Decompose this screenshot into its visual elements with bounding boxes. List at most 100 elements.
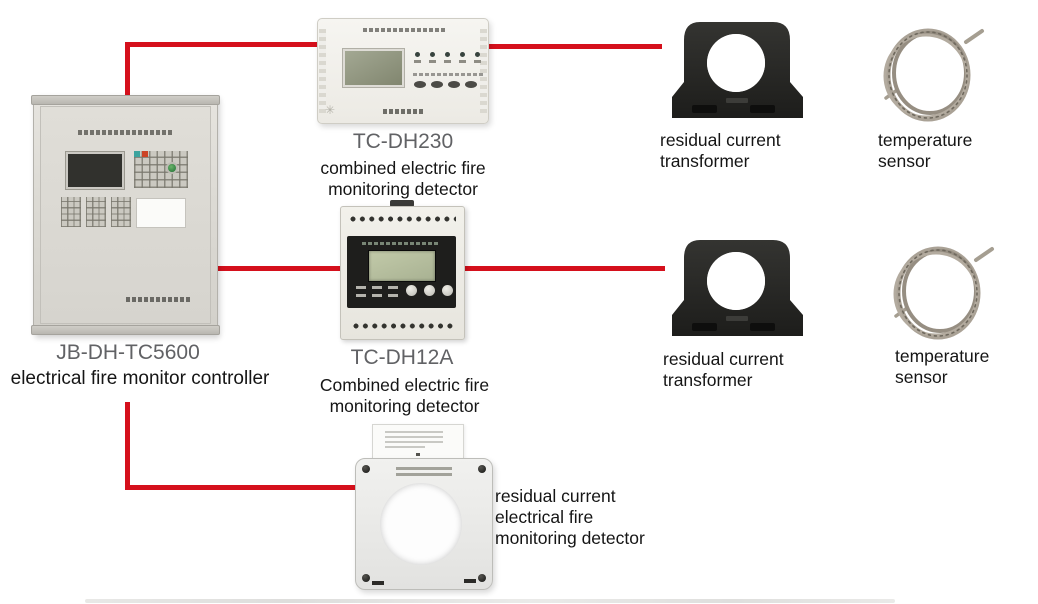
dh12a-button-3 [442, 285, 453, 296]
dh230-model-label: TC-DH230 [352, 130, 454, 153]
dh230-button-labels [413, 73, 483, 76]
residual-current-transformer-mid [672, 240, 803, 336]
transformer-top-aperture [707, 34, 765, 92]
dh230-led-label-5 [474, 60, 481, 63]
dh12a-bottom-terminals [353, 323, 453, 329]
residual-detector-label-line-4 [385, 446, 425, 448]
controller-bottom-cap [31, 325, 220, 335]
wire-controller-to-detector-vertical [125, 402, 130, 490]
temp-sensor-top-caption-line2: sensor [878, 151, 931, 171]
dh230-button-3 [448, 81, 460, 88]
temperature-sensor-mid [893, 246, 994, 340]
dh12a-caption-line2: monitoring detector [329, 396, 480, 416]
temp-sensor-top-caption: temperature sensor [878, 130, 1018, 172]
dh12a-indicator-label-6 [388, 294, 398, 297]
controller-key-teal [134, 151, 140, 157]
dh12a-button-1 [406, 285, 417, 296]
residual-detector-screw-bl [362, 574, 370, 582]
wire-controller-to-dh12a [207, 266, 340, 271]
dh12a-model-label: TC-DH12A [350, 346, 454, 369]
residual-detector-caption-line3: monitoring detector [495, 528, 645, 548]
wire-controller-to-dh230-horizontal [125, 42, 317, 47]
dh230-caption-line1: combined electric fire [320, 158, 486, 178]
dh12a-indicator-label-1 [356, 286, 366, 289]
residual-detector-led [416, 453, 420, 456]
residual-detector-screw-br [478, 574, 486, 582]
transformer-mid-caption-line1: residual current [663, 349, 784, 369]
residual-detector-caption-line1: residual current [495, 486, 616, 506]
residual-detector-slot-right [464, 579, 476, 583]
dh12a-front-face [347, 236, 456, 308]
transformer-mid-aperture [707, 252, 765, 310]
controller-key-red [142, 151, 148, 157]
dh230-led-3 [445, 52, 450, 57]
controller-key-group-3 [111, 197, 131, 227]
controller-caption: electrical fire monitor controller [10, 368, 270, 389]
cropped-bottom-text [85, 599, 895, 603]
transformer-top-caption-line1: residual current [660, 130, 781, 150]
dh230-brand-text [383, 109, 425, 114]
residual-detector-label-line-2 [385, 436, 443, 438]
transformer-mid-caption: residual current transformer [663, 349, 833, 391]
controller-nameplate [78, 130, 174, 135]
residual-detector-caption-line2: electrical fire [495, 507, 594, 527]
dh12a-indicator-label-4 [356, 294, 366, 297]
temp-sensor-mid-caption-line1: temperature [895, 346, 990, 366]
dh12a-nameplate [362, 242, 440, 245]
controller-lcd-screen [66, 152, 124, 189]
dh230-buzzer-icon: ✳ [325, 103, 336, 117]
dh12a-lcd-screen [368, 250, 436, 282]
residual-detector-slot-left [372, 581, 384, 585]
residual-detector-label-line-1 [385, 431, 443, 433]
dh12a-top-connector [390, 200, 414, 207]
transformer-mid-caption-line2: transformer [663, 370, 753, 390]
controller-keypad [134, 151, 188, 188]
dh230-right-mount [480, 29, 487, 113]
temperature-sensor-top [883, 28, 984, 122]
residual-current-transformer-top [672, 22, 803, 118]
wire-controller-to-dh230-vertical [125, 42, 130, 99]
dh230-button-1 [414, 81, 426, 88]
temp-sensor-mid-caption-line2: sensor [895, 367, 948, 387]
residual-detector-device [355, 458, 493, 590]
residual-detector-marking-1 [396, 467, 452, 470]
dh230-led-label-3 [444, 60, 451, 63]
dh230-led-1 [415, 52, 420, 57]
temp-sensor-top-caption-line1: temperature [878, 130, 973, 150]
dh12a-indicator-label-2 [372, 286, 382, 289]
wire-dh230-to-transformer [487, 44, 662, 49]
residual-detector-screw-tl [362, 465, 370, 473]
residual-detector-label-line-3 [385, 441, 443, 443]
dh12a-device [340, 206, 465, 340]
residual-detector-marking-2 [396, 473, 452, 476]
dh230-device: ✳ [317, 18, 489, 124]
dh12a-button-2 [424, 285, 435, 296]
controller-device [31, 95, 220, 335]
dh230-caption-line2: monitoring detector [328, 179, 478, 199]
dh12a-top-terminals [350, 216, 456, 222]
dh230-lcd-screen [343, 49, 404, 87]
residual-detector-aperture [380, 483, 462, 565]
controller-model-label: JB-DH-TC5600 [56, 341, 200, 364]
residual-detector-caption: residual current electrical fire monitor… [495, 486, 695, 549]
controller-label-card [136, 198, 186, 228]
dh230-nameplate [363, 28, 445, 32]
controller-key-confirm [168, 164, 176, 172]
dh230-led-2 [430, 52, 435, 57]
dh230-button-4 [465, 81, 477, 88]
controller-key-group-1 [61, 197, 81, 227]
dh230-led-4 [460, 52, 465, 57]
dh12a-indicator-label-3 [388, 286, 398, 289]
controller-brand-text [126, 297, 190, 302]
dh12a-indicator-label-5 [372, 294, 382, 297]
dh230-left-mount [319, 29, 326, 113]
dh12a-caption-line1: Combined electric fire [319, 375, 490, 395]
transformer-top-caption-line2: transformer [660, 151, 750, 171]
dh230-led-label-4 [459, 60, 466, 63]
residual-detector-screw-tr [478, 465, 486, 473]
temp-sensor-mid-caption: temperature sensor [895, 346, 1035, 388]
dh230-led-label-2 [429, 60, 436, 63]
dh12a-caption: Combined electric fire monitoring detect… [312, 375, 497, 417]
dh230-led-5 [475, 52, 480, 57]
